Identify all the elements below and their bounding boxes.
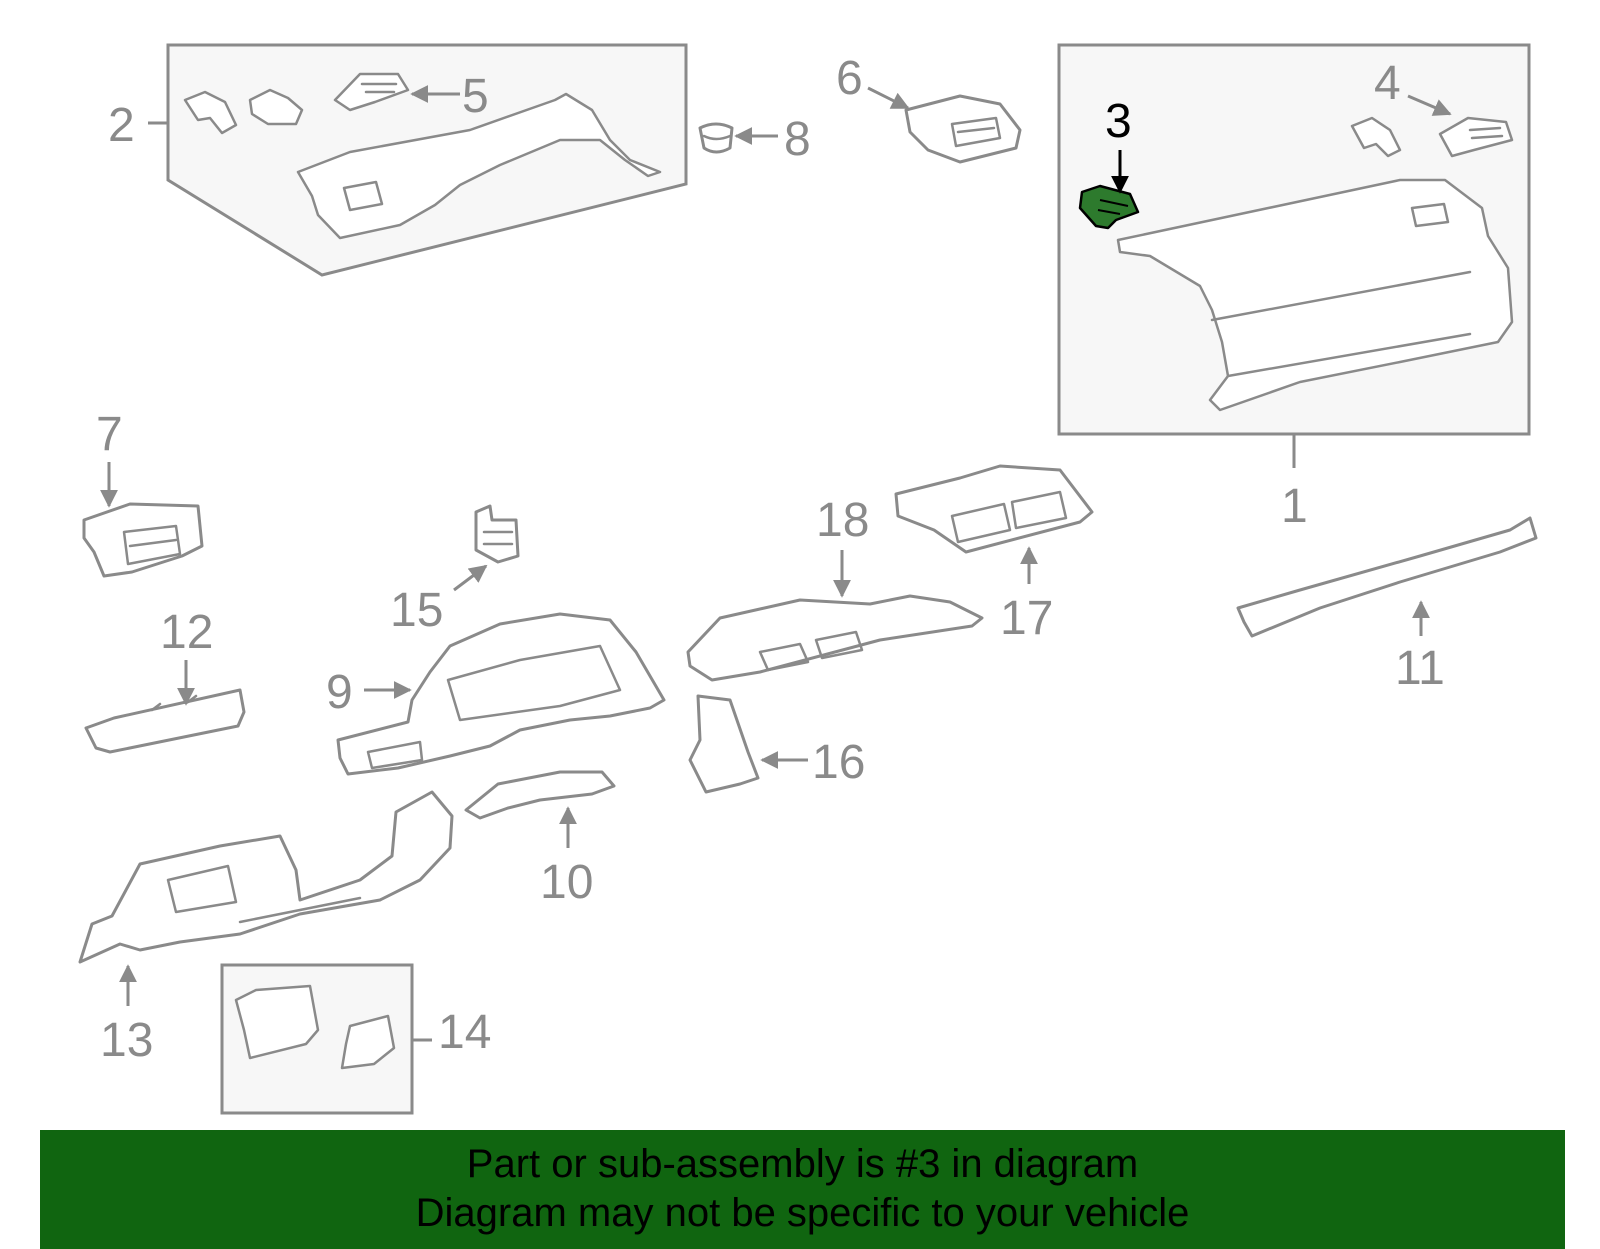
callout-2: 2 [108, 99, 135, 152]
callout-17: 17 [1000, 592, 1053, 645]
part-3-highlighted[interactable] [1078, 184, 1140, 230]
part-17[interactable] [894, 464, 1094, 554]
part-14-group[interactable] [220, 963, 432, 1115]
part-5-detail [360, 82, 398, 94]
callout-9: 9 [326, 666, 353, 719]
part-11[interactable] [1236, 516, 1538, 638]
part-6[interactable] [904, 94, 1022, 164]
callout-4: 4 [1374, 57, 1401, 110]
part-8[interactable] [698, 122, 734, 154]
callout-13: 13 [100, 1014, 153, 1067]
clip-part [248, 88, 304, 126]
part-13[interactable] [78, 790, 454, 964]
part-1-detail [1210, 270, 1472, 378]
part-9[interactable] [336, 612, 666, 776]
part-10[interactable] [464, 770, 616, 820]
info-banner: Part or sub-assembly is #3 in diagram Di… [40, 1130, 1565, 1249]
part-2-group[interactable] [148, 43, 688, 277]
leader-arrows [100, 85, 1452, 1006]
callout-16: 16 [812, 736, 865, 789]
callout-8: 8 [784, 113, 811, 166]
callout-10: 10 [540, 856, 593, 909]
callout-15: 15 [390, 584, 443, 637]
clip-part [1350, 116, 1402, 158]
callout-12: 12 [160, 606, 213, 659]
part-18[interactable] [686, 594, 984, 682]
callout-11: 11 [1395, 642, 1445, 695]
callout-3: 3 [1105, 95, 1132, 148]
callout-14: 14 [438, 1006, 491, 1059]
part-1-pad [1410, 202, 1450, 228]
part-15[interactable] [474, 504, 520, 564]
callout-1: 1 [1281, 480, 1308, 533]
part-2-cover [296, 92, 662, 240]
part-1-panel [1116, 178, 1514, 412]
callout-5: 5 [462, 70, 489, 123]
callout-6: 6 [836, 52, 863, 105]
callout-7: 7 [96, 408, 123, 461]
part-7[interactable] [82, 502, 204, 578]
clip-part [183, 90, 238, 135]
part-12[interactable] [84, 688, 246, 754]
part-16[interactable] [688, 694, 760, 794]
banner-line-1: Part or sub-assembly is #3 in diagram [466, 1142, 1139, 1186]
banner-line-2: Diagram may not be specific to your vehi… [415, 1191, 1190, 1235]
callout-18: 18 [816, 494, 869, 547]
part-4-detail [1468, 126, 1504, 140]
part-14-lid [340, 1014, 396, 1070]
part-2-pad [342, 180, 384, 212]
part-14-pocket [234, 984, 320, 1060]
